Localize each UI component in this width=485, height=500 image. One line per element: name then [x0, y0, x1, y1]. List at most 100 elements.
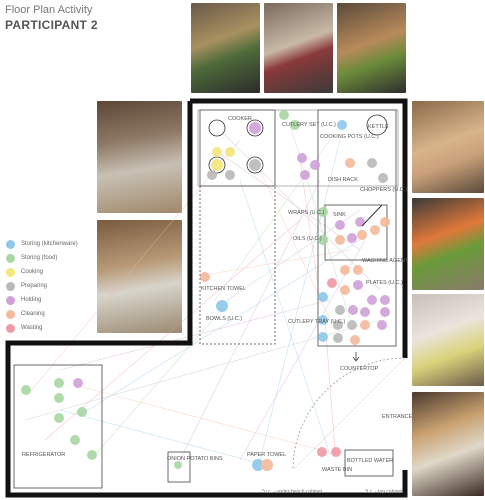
door-swing [292, 357, 406, 471]
dot-kitchenware [318, 292, 328, 302]
dot-kitchenware [318, 332, 328, 342]
dot-preparing [333, 320, 343, 330]
legend-label: Holding [21, 297, 42, 303]
dot-wasting [331, 447, 341, 457]
dot-food [290, 120, 300, 130]
dot-preparing [378, 173, 388, 183]
label-washing-agent: WASHING AGENT [362, 258, 409, 264]
dot-cleaning [360, 320, 370, 330]
dot-food [77, 407, 87, 417]
legend-item: Storing (kitchenware) [6, 237, 78, 251]
path-line [239, 239, 366, 461]
path-line [299, 159, 321, 301]
dot-food [318, 207, 328, 217]
top-bench [197, 109, 399, 187]
label-waste-bin: WASTE BIN [322, 467, 352, 473]
dot-cooking [212, 147, 222, 157]
dot-food [174, 461, 182, 469]
area-labels: COOKER CUTLERY SET (U.C.) COOKING POTS (… [22, 116, 413, 473]
dot-holding [297, 153, 307, 163]
path-line [259, 139, 341, 461]
label-dish-rack: DISH RACK [328, 177, 358, 183]
legend-item: Cleaning [6, 307, 78, 321]
bottled-water-box [344, 449, 394, 477]
dot-kitchenware [216, 300, 228, 312]
legend-swatch [6, 267, 15, 277]
dot-holding [360, 307, 370, 317]
path-line [74, 384, 341, 456]
legend-swatch [6, 281, 15, 291]
legend-swatch [6, 253, 15, 263]
legend-label: Storing (kitchenware) [21, 241, 78, 247]
dot-cleaning [261, 459, 273, 471]
wall-top-right [190, 98, 408, 358]
footnote-top-cabinet: *t.c. - top cabinet [365, 489, 403, 495]
legend-swatch [6, 239, 15, 249]
legend-item: Holding [6, 293, 78, 307]
path-line [59, 409, 266, 466]
photo-kitchen-sink [97, 101, 182, 213]
label-kitchen-towel: KITCHEN TOWEL [201, 286, 246, 292]
label-countertop: COUNTERTOP [340, 366, 379, 372]
label-choppers: CHOPPERS (U.C.) [360, 187, 407, 193]
label-kettle: KETTLE [368, 124, 389, 130]
label-cutlery-set: CUTLERY SET (U.C.) [282, 122, 336, 128]
path-line [79, 239, 361, 416]
dot-kitchenware [252, 459, 264, 471]
legend: Storing (kitchenware) Storing (food) Coo… [6, 237, 78, 335]
dot-food [87, 450, 97, 460]
legend-swatch [6, 309, 15, 319]
dot-cleaning [335, 235, 345, 245]
dot-preparing [249, 159, 261, 171]
wall-left-bottom [5, 101, 408, 498]
dot-holding [347, 233, 357, 243]
path-line [204, 249, 351, 276]
label-wraps: WRAPS (U.C.) [288, 210, 325, 216]
dot-kitchenware [318, 315, 328, 325]
dot-cleaning [370, 225, 380, 235]
label-refrigerator: REFRIGERATOR [22, 452, 65, 458]
dot-preparing [225, 170, 235, 180]
dot-cooking [211, 159, 223, 171]
label-bowls: BOWLS (U.C.) [206, 316, 242, 322]
dot-holding [310, 160, 320, 170]
photo-washing-machine [97, 220, 182, 333]
page-title: Floor Plan Activity [5, 4, 93, 16]
arrow-down-icon [352, 352, 360, 362]
dot-holding [73, 378, 83, 388]
path-line [59, 299, 331, 371]
dot-holding [355, 217, 365, 227]
legend-item: Wasting [6, 321, 78, 335]
dot-food [21, 385, 31, 395]
path-line [214, 149, 361, 251]
dot-holding [300, 170, 310, 180]
legend-label: Preparing [21, 283, 48, 289]
legend-label: Cleaning [21, 311, 45, 317]
dot-cleaning [200, 272, 210, 282]
photo-refrigerator [412, 392, 484, 496]
path-line [219, 129, 381, 291]
refrigerator-box [13, 364, 103, 489]
door-line [292, 357, 406, 471]
dot-preparing [347, 320, 357, 330]
legend-swatch [6, 295, 15, 305]
path-line [94, 299, 231, 456]
label-plates: PLATES (U.C.) [366, 280, 403, 286]
path-line [29, 139, 241, 393]
dot-cleaning [340, 265, 350, 275]
dot-cleaning [357, 230, 367, 240]
label-onion-potato-bins: ONION POTATO BINS [167, 456, 223, 462]
activity-dots [21, 110, 390, 471]
dot-cleaning [353, 265, 363, 275]
dot-cleaning [380, 217, 390, 227]
dot-cleaning [345, 158, 355, 168]
path-line [239, 179, 331, 456]
counters [13, 109, 406, 489]
bins-box [167, 451, 191, 483]
knife-icon [361, 204, 383, 227]
dot-food [279, 110, 289, 120]
label-oils: OILS (U.C.) [293, 236, 322, 242]
photo-vegetables [412, 198, 484, 290]
dot-preparing [207, 170, 217, 180]
